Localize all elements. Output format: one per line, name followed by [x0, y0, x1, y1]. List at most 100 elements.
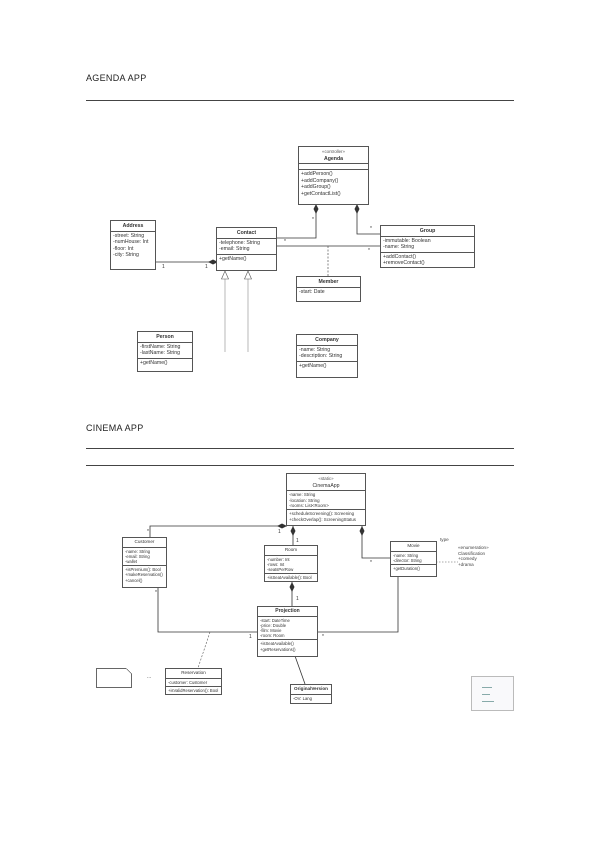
- contact-method: +getName(): [219, 255, 247, 262]
- multiplicity-label: 1: [296, 596, 299, 602]
- company-attribute: -description: String: [299, 353, 343, 360]
- projection-attribute: -room: Room: [260, 633, 285, 639]
- app-movie-association: [361, 526, 390, 559]
- customer-attribute: -wallet: [125, 559, 138, 564]
- cinema-title-rule: [86, 448, 514, 449]
- person-class-methods: +getName(): [138, 357, 192, 368]
- group-class-methods: +addContact() +removeContact(): [381, 251, 474, 268]
- projection-methods: +isSeatAvailable() +getReservations(): [258, 639, 317, 652]
- agenda-section-title: AGENDA APP: [86, 73, 147, 83]
- reservation-methods: +isValidReservation(): Bool: [166, 685, 221, 694]
- multiplicity-label: *: [312, 217, 314, 223]
- group-class-attributes: -immutable: Boolean -name: String: [381, 235, 474, 252]
- multiplicity-label: 1: [296, 538, 299, 544]
- contact-class-name: Contact: [236, 230, 257, 236]
- member-class-name: Member: [318, 279, 339, 285]
- company-class: Company -name: String -description: Stri…: [296, 334, 358, 378]
- company-class-attributes: -name: String -description: String: [297, 344, 357, 361]
- app-customer-association: [149, 525, 287, 540]
- agenda-group-diamond: [354, 204, 360, 214]
- company-generalization-arrow: [244, 270, 252, 280]
- reservation-method: +isValidReservation(): Bool: [168, 687, 219, 693]
- cinemaapp-stereotype: «static»: [318, 476, 334, 481]
- cinemaapp-class: «static» CinemaApp -name: String -locati…: [286, 473, 366, 526]
- enumeration-line: +comedy: [458, 556, 477, 562]
- embedded-thumbnail: [471, 676, 514, 711]
- originalversion-attribute: -OV: Lang: [293, 695, 312, 701]
- blank-note: [96, 668, 132, 688]
- multiplicity-label: 1: [278, 529, 281, 535]
- room-attribute: -seatsPerRow: [267, 567, 294, 572]
- agenda-method: +addPerson(): [301, 171, 333, 178]
- thumbnail-line: [482, 701, 494, 702]
- customer-methods: +isPremium(): Bool +makeReservation() +c…: [123, 565, 166, 584]
- address-attribute: -floor: Int: [113, 245, 134, 252]
- person-method: +getName(): [140, 359, 168, 366]
- enumeration-line: +drama: [458, 561, 474, 567]
- address-attribute: -city: String: [113, 252, 139, 259]
- originalversion-attributes: -OV: Lang: [291, 693, 331, 702]
- agenda-class: «controller» Agenda +addPerson() +addCom…: [298, 146, 369, 205]
- projection-method: +isSeatAvailable(): [260, 641, 294, 647]
- group-attribute: -name: String: [383, 244, 415, 251]
- agenda-group-association: [356, 207, 380, 235]
- customer-class: Customer -name: String -email: String -w…: [122, 537, 167, 588]
- multiplicity-label: 1: [249, 634, 252, 640]
- company-attribute: -name: String: [299, 346, 331, 353]
- app-room-diamond: [290, 526, 296, 536]
- projection-class-name: Projection: [275, 608, 300, 614]
- movie-class-name: Movie: [407, 543, 420, 548]
- agenda-method: +addGroup(): [301, 184, 331, 191]
- cinemaapp-attribute: -rooms: List<Room>: [289, 503, 329, 508]
- multiplicity-label: *: [322, 634, 324, 640]
- agenda-class-stereotype: «controller»: [322, 149, 345, 154]
- originalversion-class: OriginalVersion -OV: Lang: [290, 684, 332, 704]
- room-attributes: -number: Int -rows: Int -seatsPerRow: [265, 554, 317, 574]
- agenda-class-name: Agenda: [323, 155, 344, 162]
- contact-class-attributes: -telephone: String -email: String: [217, 237, 276, 254]
- multiplicity-label: 1: [205, 264, 208, 270]
- cinemaapp-method: +scheduleScreening(): Screening: [289, 511, 355, 517]
- app-customer-diamond: [277, 523, 287, 529]
- person-attribute: -firstName: String: [140, 343, 181, 350]
- cinema-section-title: CINEMA APP: [86, 423, 144, 433]
- address-class-attributes: -street: String -numHouse: Int -floor: I…: [111, 230, 155, 260]
- agenda-contact-diamond: [313, 204, 319, 214]
- agenda-title-rule: [86, 100, 514, 101]
- note-ellipsis: ...: [147, 674, 152, 680]
- agenda-class-attributes: [299, 163, 368, 169]
- group-method: +removeContact(): [383, 260, 425, 267]
- customer-attributes: -name: String -email: String -wallet: [123, 546, 166, 566]
- multiplicity-label: *: [368, 248, 370, 254]
- cinemaapp-method: +checkOverlap(): ScreeningStatus: [289, 516, 356, 522]
- person-generalization-arrow: [221, 270, 229, 280]
- multiplicity-label: *: [370, 226, 372, 232]
- reservation-association-link: [197, 631, 211, 669]
- originalversion-class-name: OriginalVersion: [294, 686, 328, 691]
- customer-attribute: -email: String: [125, 553, 150, 559]
- address-class-name: Address: [122, 223, 144, 229]
- projection-attribute: -start: DateTime: [260, 617, 290, 623]
- person-class-name: Person: [156, 334, 174, 340]
- room-method: +isSeatAvailable(): Bool: [267, 575, 312, 581]
- customer-projection-association: [157, 588, 258, 633]
- room-projection-diamond: [289, 582, 295, 592]
- customer-method: +makeReservation(): [125, 572, 163, 578]
- address-attribute: -street: String: [113, 232, 145, 239]
- thumbnail-line: [482, 694, 490, 695]
- cinemaapp-attribute: -name: String: [289, 492, 316, 498]
- enumeration-line: Classification: [458, 550, 486, 556]
- contact-attribute: -telephone: String: [219, 239, 260, 246]
- app-movie-diamond: [359, 526, 365, 536]
- cinemaapp-attribute: -location: String: [289, 497, 320, 503]
- member-class-attributes: -start: Date: [297, 286, 360, 297]
- agenda-method: +getContactList(): [301, 190, 341, 197]
- company-class-methods: +getName(): [297, 360, 357, 371]
- address-class: Address -street: String -numHouse: Int -…: [110, 220, 156, 270]
- movie-type-label: type: [440, 537, 449, 542]
- movie-attribute: -name: String: [393, 552, 419, 558]
- multiplicity-label: *: [155, 590, 157, 596]
- room-class: Room -number: Int -rows: Int -seatsPerRo…: [264, 545, 318, 582]
- thumbnail-line: [482, 687, 492, 688]
